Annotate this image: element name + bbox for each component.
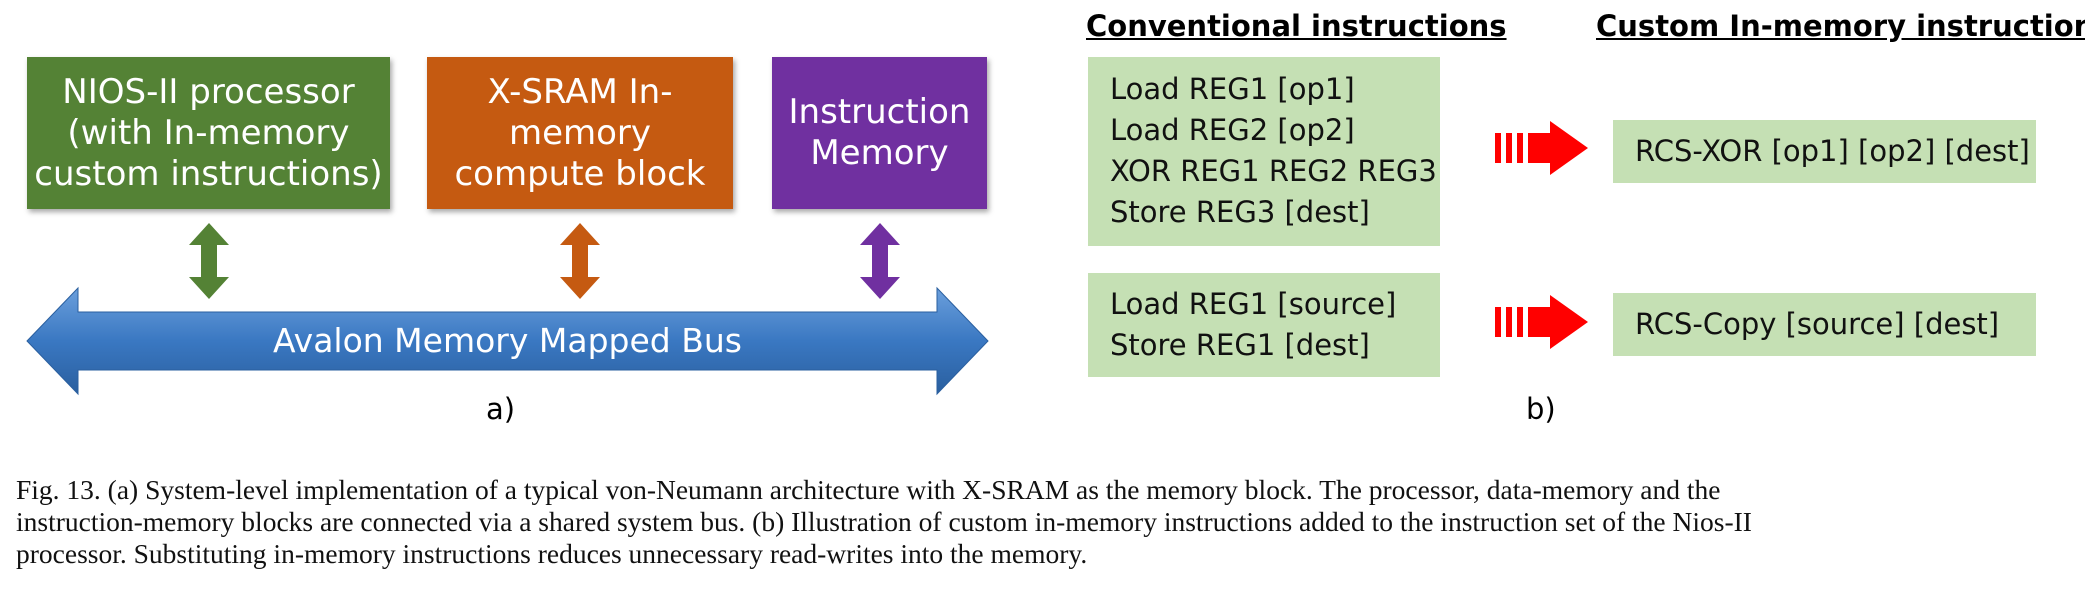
instruction-line: Load REG1 [op1] — [1110, 72, 1355, 106]
avalon-bus-arrow — [26, 286, 989, 396]
nios-processor-label: NIOS-II processor (with In-memory custom… — [34, 71, 383, 194]
instruction-line: XOR REG1 REG2 REG3 — [1110, 154, 1437, 188]
custom-copy-box: RCS-Copy [source] [dest] — [1613, 293, 2036, 356]
custom-xor-box: RCS-XOR [op1] [op2] [dest] — [1613, 120, 2036, 183]
red-arrow-xor — [1495, 121, 1588, 175]
heading-conventional: Conventional instructions — [1086, 9, 1507, 43]
instruction-line: Store REG3 [dest] — [1110, 195, 1370, 229]
custom-instruction: RCS-XOR [op1] [op2] [dest] — [1635, 134, 2030, 168]
green-double-arrow — [189, 223, 229, 299]
instruction-memory-label: Instruction Memory — [788, 92, 971, 173]
custom-instruction: RCS-Copy [source] [dest] — [1635, 307, 2000, 341]
instruction-line: Load REG1 [source] — [1110, 287, 1397, 321]
conventional-copy-box: Load REG1 [source] Store REG1 [dest] — [1088, 273, 1440, 377]
conventional-xor-box: Load REG1 [op1] Load REG2 [op2] XOR REG1… — [1088, 57, 1440, 246]
heading-custom: Custom In-memory instructions — [1596, 9, 2085, 43]
instruction-line: Store REG1 [dest] — [1110, 328, 1370, 362]
xsram-compute-block: X-SRAM In- memory compute block — [427, 57, 733, 209]
red-arrow-copy — [1495, 295, 1588, 349]
orange-double-arrow — [560, 223, 600, 299]
avalon-bus-label: Avalon Memory Mapped Bus — [273, 321, 742, 360]
instruction-line: Load REG2 [op2] — [1110, 113, 1355, 147]
caption-line: processor. Substituting in-memory instru… — [16, 538, 1088, 569]
panel-a-label: a) — [486, 392, 516, 426]
xsram-compute-label: X-SRAM In- memory compute block — [454, 71, 706, 194]
figure-caption: Fig. 13. (a) System-level implementation… — [16, 474, 2071, 570]
nios-processor-block: NIOS-II processor (with In-memory custom… — [27, 57, 390, 209]
caption-line: Fig. 13. (a) System-level implementation… — [16, 474, 1721, 505]
panel-b-label: b) — [1526, 392, 1556, 426]
purple-double-arrow — [860, 223, 900, 299]
instruction-memory-block: Instruction Memory — [772, 57, 987, 209]
panel-a-arrows — [26, 223, 989, 396]
caption-line: instruction-memory blocks are connected … — [16, 506, 1752, 537]
